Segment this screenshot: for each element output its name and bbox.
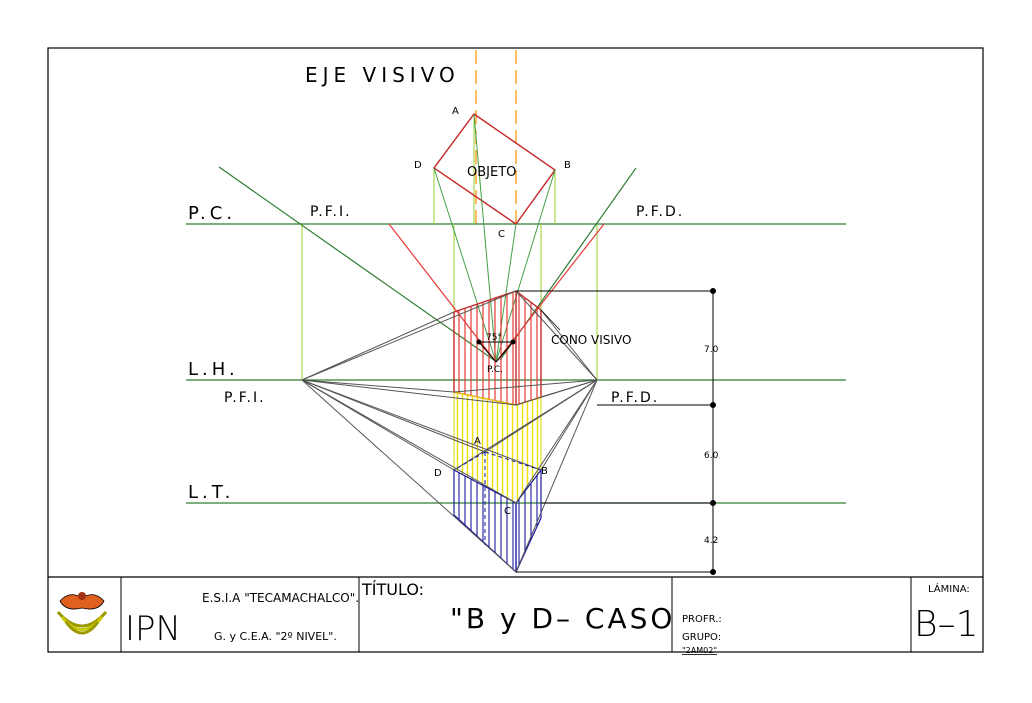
sheet-border [47,47,984,653]
vertex-b-bottom: B [541,466,548,477]
vertex-d-bottom: D [434,468,442,479]
pfi-bottom-label: P.F.I. [224,390,266,406]
vertex-a-top: A [452,106,459,117]
grupo-value: "2AM02" [682,646,717,655]
view-cone [476,309,561,363]
school-label: E.S.I.A "TECAMACHALCO". [202,591,359,605]
vertex-d-top: D [414,160,422,171]
grupo-label: GRUPO: [682,632,721,643]
profr-label: PROFR.: [682,614,722,625]
pfi-top-label: P.F.I. [310,204,352,220]
ipn-logo [56,592,108,635]
hidden-edges [453,451,542,545]
lamina-label: LÁMINA: [928,582,970,595]
dimension-label-3: 4.2 [704,536,718,546]
lh-line-label: L.H. [188,359,239,380]
pc-point-label: P.C. [487,365,503,375]
projector-lines [301,114,598,380]
title-label: TÍTULO: [361,580,424,599]
gray-rays [301,290,598,573]
title-block: IPN E.S.I.A "TECAMACHALCO". G. y C.E.A. … [48,576,983,655]
institution-label: IPN [125,609,181,649]
program-label: G. y C.E.A. "2º NIVEL". [214,630,337,643]
lamina-value: B–1 [914,604,978,645]
objeto-label: OBJETO [467,165,516,180]
lt-line-label: L.T. [188,482,234,503]
vertex-c-top: C [498,229,505,240]
dimension-line [516,288,716,575]
vertex-a-bottom: A [474,436,481,447]
cono-visivo-label: CONO VISIVO [551,333,631,347]
pfd-bottom-label: P.F.D. [611,390,659,406]
vertex-b-top: B [564,160,571,171]
angle-label: 75° [486,333,502,343]
dimension-label-1: 7.0 [704,345,719,355]
pc-line-label: P.C. [188,203,236,224]
dimension-label-2: 6.0 [704,451,719,461]
vertex-c-bottom: C [504,506,511,517]
title-value: "B y D– CASO [450,602,675,635]
eje-visivo-label: EJE VISIVO [305,63,460,87]
pfd-top-label: P.F.D. [636,204,684,220]
